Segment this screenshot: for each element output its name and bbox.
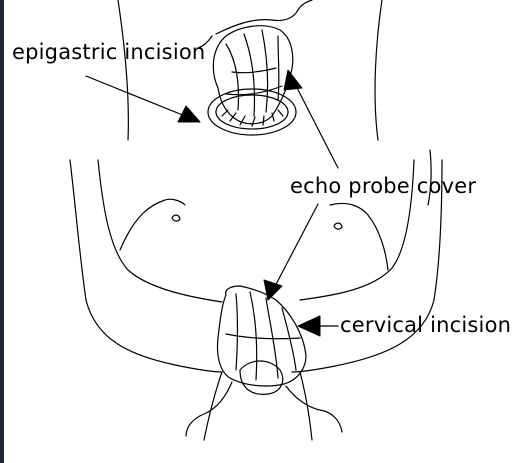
arrow-probe-lower-line (272, 204, 318, 292)
arrow-probe-upper-line (292, 78, 338, 168)
torso-left-outline (118, 0, 128, 140)
cervical-cover-folds (226, 292, 300, 380)
cervical-cover-knot (240, 361, 283, 394)
arrowhead-probe-upper (284, 70, 302, 90)
label-epigastric-incision: epigastric incision (12, 40, 205, 64)
chest-fold-left (120, 199, 185, 250)
arrow-epigastric-line (86, 76, 190, 118)
nipple-left (172, 215, 180, 221)
chest-fold-right (330, 203, 388, 270)
arrowhead-cervical (298, 316, 320, 336)
nipple-right (334, 223, 342, 229)
torso-right-outline (375, 0, 382, 140)
neck-left (204, 372, 222, 440)
left-arm-inner (98, 160, 222, 302)
probe-cover-string (216, 10, 298, 34)
cervical-cover-drape (186, 382, 342, 436)
cervical-cover-top (218, 286, 307, 386)
probe-cover-string-end (198, 0, 312, 48)
label-echo-probe-cover: echo probe cover (290, 174, 476, 198)
arrowhead-probe-lower (264, 280, 282, 300)
probe-cover-folds (226, 30, 282, 116)
label-cervical-incision: cervical incision (340, 313, 511, 337)
left-arm-outer (70, 160, 222, 372)
